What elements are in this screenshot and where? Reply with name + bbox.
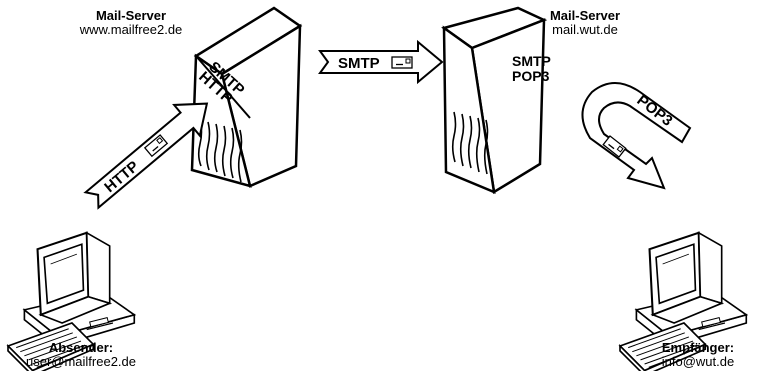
pop3-arrow: POP3 [581, 82, 692, 190]
recipient-address: info@wut.de [661, 354, 735, 369]
left-server-title: Mail-Server [95, 8, 167, 23]
sender-label: Absender: user@mailfree2.de [6, 341, 156, 369]
right-server-label: Mail-Server mail.wut.de [520, 9, 650, 37]
right-server-title: Mail-Server [549, 8, 621, 23]
smtp-arrow-label: SMTP [338, 55, 380, 72]
smtp-arrow: SMTP [318, 39, 444, 85]
sender-title: Absender: [48, 340, 114, 355]
server-tower-right-icon: SMTP POP3 [441, 6, 551, 195]
recipient-label: Empfänger: info@wut.de [628, 341, 768, 369]
recipient-title: Empfänger: [661, 340, 735, 355]
right-server-host: mail.wut.de [552, 22, 618, 37]
server-tower-left-icon: SMTP HTTP [190, 6, 303, 188]
left-server-label: Mail-Server www.mailfree2.de [66, 9, 196, 37]
sender-address: user@mailfree2.de [25, 354, 137, 369]
tower-right-protocol-2: POP3 [512, 68, 550, 84]
smtp-envelope-icon [391, 56, 413, 69]
left-server-host: www.mailfree2.de [79, 22, 183, 37]
tower-right-protocol-1: SMTP [512, 53, 551, 69]
